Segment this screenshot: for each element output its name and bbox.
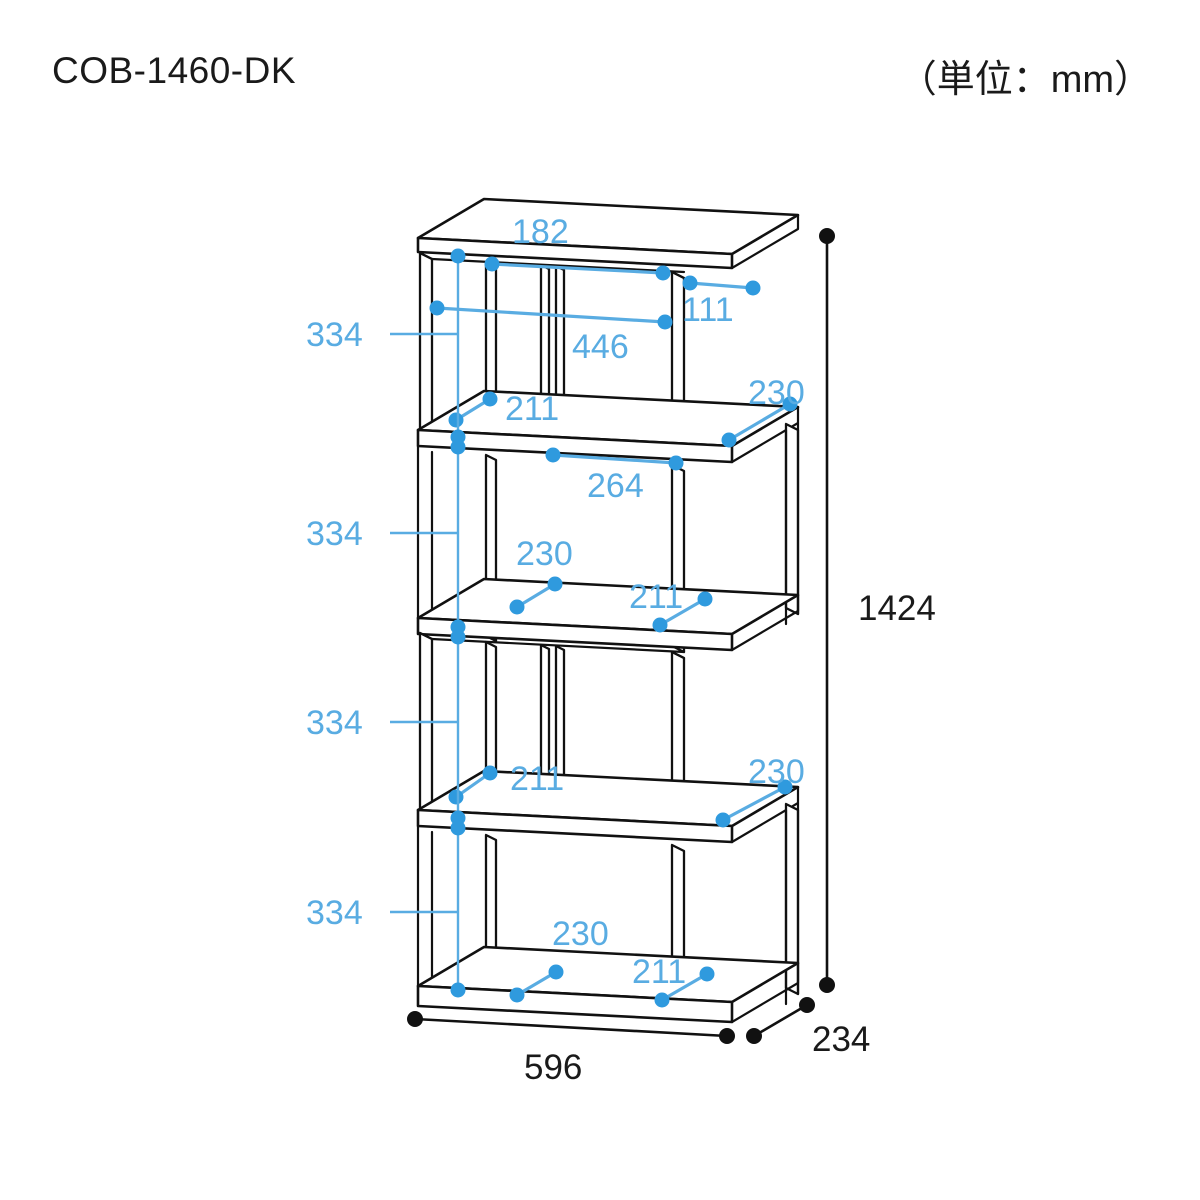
dim-label-234: 234 <box>812 1020 870 1059</box>
tier1-back-top-edge <box>430 257 686 274</box>
dim-label-t2-230: 230 <box>516 535 573 573</box>
dim-tier4-211: 211 <box>632 953 715 1008</box>
dim-label-t4-211: 211 <box>632 953 686 991</box>
dim-label-h3-334: 334 <box>306 704 363 742</box>
dim-tier3-height-334: 334 <box>306 704 458 742</box>
dim-label-h2-334: 334 <box>306 515 363 553</box>
dim-tier3-230: 230 <box>715 753 805 828</box>
dim-label-264: 264 <box>587 467 644 505</box>
unit-note: （単位：mm） <box>898 59 1152 101</box>
dim-label-t3-230: 230 <box>748 753 805 791</box>
dim-label-111: 111 <box>682 291 734 329</box>
tier1-divider-left <box>484 260 498 413</box>
dim-label-1424: 1424 <box>858 589 936 628</box>
dim-label-t4-230: 230 <box>552 915 609 953</box>
dim-label-596: 596 <box>524 1048 582 1087</box>
dim-tier1-230: 230 <box>721 374 805 448</box>
tier-height-chain-line <box>450 248 466 998</box>
dim-tier2-211: 211 <box>629 578 713 633</box>
tier3-back-top-edge <box>430 637 686 654</box>
tier2-right-side-panel <box>784 422 800 616</box>
dim-overall-depth: 234 <box>746 997 870 1059</box>
dim-tier1-211: 211 <box>448 390 559 428</box>
tier1-divider-mid-a <box>539 263 551 406</box>
dim-tier2-264: 264 <box>545 447 684 505</box>
dim-label-h4-334: 334 <box>306 894 363 932</box>
shelf-4-board <box>416 769 800 844</box>
dim-label-t1-211: 211 <box>505 390 559 428</box>
dim-tier4-height-334: 334 <box>306 894 458 932</box>
tier3-left-side-panel <box>418 631 434 818</box>
base-board <box>416 945 800 1024</box>
page-title: COB-1460-DK <box>52 50 297 91</box>
dim-overall-height: 1424 <box>819 228 936 993</box>
dim-label-182: 182 <box>512 213 569 251</box>
dim-overall-width: 596 <box>407 1011 735 1087</box>
dim-tier2-height-334: 334 <box>306 515 458 553</box>
tier1-top-board <box>416 197 800 270</box>
dim-tier1-111: 111 <box>682 275 761 329</box>
shelf-3-board <box>416 577 800 652</box>
dim-label-t3-211: 211 <box>510 760 564 798</box>
tier1-left-side-panel <box>418 251 434 438</box>
dim-label-h1-334: 334 <box>306 316 363 354</box>
dim-tier4-230: 230 <box>509 915 609 1003</box>
dim-tier1-height-334: 334 <box>306 316 458 354</box>
dim-tier2-230: 230 <box>509 535 573 615</box>
dim-tier1-182: 182 <box>484 213 671 281</box>
dim-label-t2-211: 211 <box>629 578 683 616</box>
dim-tier1-446: 446 <box>429 300 673 366</box>
dim-tier3-211: 211 <box>448 760 564 805</box>
tier1-divider-mid-b <box>554 264 566 406</box>
tier2-right-outer-face <box>784 421 800 626</box>
dim-label-446: 446 <box>572 328 629 366</box>
dim-label-t1-230: 230 <box>748 374 805 412</box>
shelf-2-board <box>416 389 800 464</box>
